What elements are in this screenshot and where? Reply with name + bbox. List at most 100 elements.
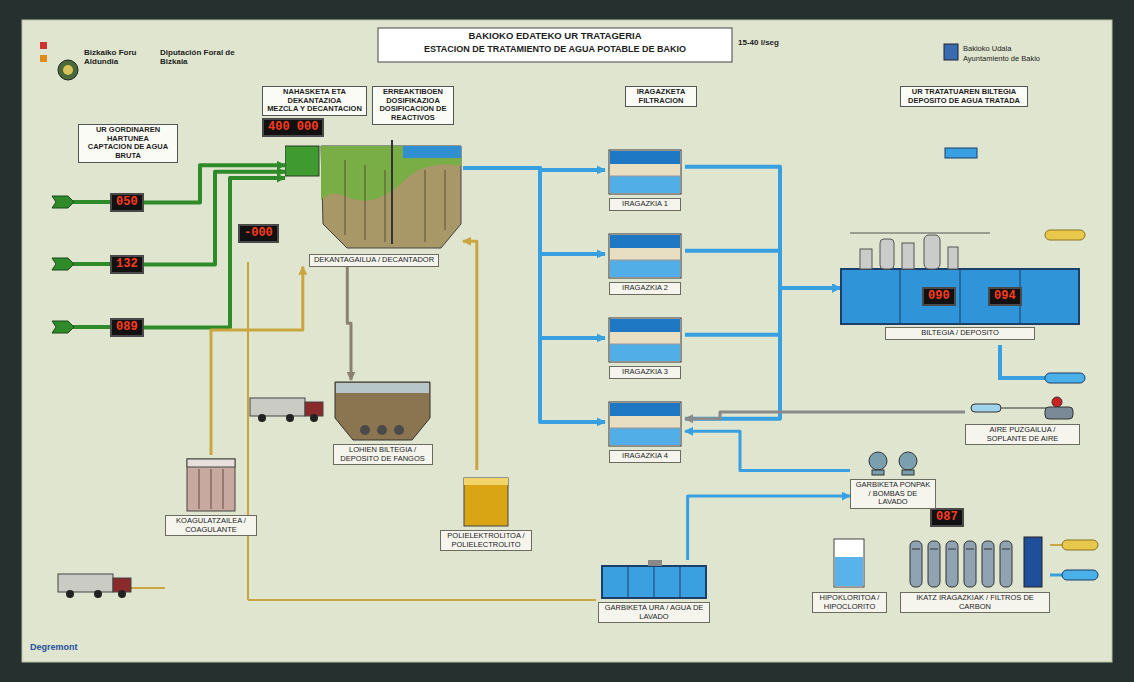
panel-label: Degremont (30, 642, 78, 652)
pipe-connector (144, 178, 285, 328)
label-holder: Ayuntamiento de Bakio (963, 55, 1040, 64)
plate-text: POLIELEKTROLITOA / POLIELECTROLITO (444, 532, 528, 549)
name-plate: ERREAKTIBOEN DOSIFIKAZIOADOSIFICACION DE… (372, 86, 454, 125)
name-plate: IKATZ IRAGAZKIAK / FILTROS DE CARBON (900, 592, 1050, 613)
plate-text: HIPOKLORITOA / HIPOCLORITO (816, 594, 883, 611)
plate-text: GARBIKETA URA / AGUA DE LAVADO (602, 604, 706, 621)
pipe-connector (685, 412, 965, 419)
pipe-connector (685, 431, 850, 470)
display-value: 087 (936, 511, 958, 524)
process-unit: GARBIKETA URA / AGUA DE LAVADO (598, 560, 710, 623)
panel-label: Diputación Foral de Bizkaia (160, 48, 246, 66)
name-plate: AIRE PUZGAILUA / SOPLANTE DE AIRE (965, 424, 1080, 445)
header-text: CAPTACION DE AGUA BRUTA (82, 143, 174, 160)
label-holder: Degremont (30, 642, 78, 652)
panel-label: Bizkaiko Foru Aldundia (84, 48, 156, 66)
plate-text: IKATZ IRAGAZKIAK / FILTROS DE CARBON (904, 594, 1046, 611)
name-plate: KOAGULATZAILEA / COAGULANTE (165, 515, 257, 536)
unit-illustration (605, 400, 685, 448)
label-holder: Bizkaiko Foru Aldundia (84, 48, 156, 66)
pipe-connector (685, 288, 840, 419)
pipe-connector (688, 496, 850, 560)
name-plate: BILTEGIA / DEPOSITO (885, 327, 1035, 340)
header-text: DOSIFICACION DE REACTIVOS (376, 105, 450, 122)
process-unit: IRAGAZKIA 2 (605, 232, 685, 295)
display-value: 094 (994, 290, 1016, 303)
process-unit: IRAGAZKIA 3 (605, 316, 685, 379)
process-unit: BILTEGIA / DEPOSITO 090 094 (840, 225, 1080, 340)
pipe-connector (463, 241, 477, 470)
display-value: 132 (116, 258, 138, 271)
unit-illustration (850, 445, 936, 477)
name-plate: IRAGAZKIA 2 (609, 282, 681, 295)
unit-illustration (285, 140, 463, 252)
digital-display: 050 (110, 193, 144, 212)
digital-display: 087 (930, 508, 964, 527)
header-text: UR TRATATUAREN BILTEGIA (904, 88, 1024, 97)
pipe-connector (463, 168, 605, 254)
plate-text: DEKANTAGAILUA / DECANTADOR (313, 256, 435, 265)
pipe-connector (685, 167, 840, 288)
unit-illustration (330, 380, 435, 442)
unit-illustration (440, 470, 532, 528)
plate-text: LOHIEN BILTEGIA / DEPOSITO DE FANGOS (337, 446, 429, 463)
unit-illustration (598, 560, 710, 600)
name-plate: HIPOKLORITOA / HIPOCLORITO (812, 592, 887, 613)
unit-illustration (605, 232, 685, 280)
name-plate: IRAGAZKIA 4 (609, 450, 681, 463)
process-unit: AIRE PUZGAILUA / SOPLANTE DE AIRE (965, 390, 1080, 445)
label-holder: 15-40 l/seg (738, 38, 779, 47)
digital-display: 400 000 (262, 118, 324, 137)
display-value: 090 (928, 290, 950, 303)
display-value: -000 (244, 227, 273, 240)
name-plate: GARBIKETA PONPAK / BOMBAS DE LAVADO (850, 479, 936, 509)
header-text: IRAGAZKETA (629, 88, 693, 97)
pipe-connector (211, 267, 303, 455)
name-plate: IRAGAZKIA 3 (609, 366, 681, 379)
name-plate: GARBIKETA URA / AGUA DE LAVADO (598, 602, 710, 623)
process-unit: GARBIKETA PONPAK / BOMBAS DE LAVADO (850, 445, 936, 509)
pipe-connector (347, 267, 351, 380)
panel-label: 15-40 l/seg (738, 38, 779, 47)
header-text: MEZCLA Y DECANTACION (266, 105, 363, 114)
display-value: 400 000 (268, 121, 318, 134)
unit-illustration (812, 535, 887, 590)
unit-illustration (900, 535, 1050, 590)
plate-text: IRAGAZKIA 4 (613, 452, 677, 461)
pipe-connector (685, 251, 840, 288)
header-text: ERREAKTIBOEN DOSIFIKAZIOA (376, 88, 450, 105)
unit-illustration (605, 316, 685, 364)
pipe-connector (144, 172, 285, 265)
unit-illustration (965, 390, 1080, 422)
plate-text: BILTEGIA / DEPOSITO (889, 329, 1031, 338)
name-plate: LOHIEN BILTEGIA / DEPOSITO DE FANGOS (333, 444, 433, 465)
display-value: 089 (116, 321, 138, 334)
label-holder: Bakioko Udala (963, 45, 1011, 54)
unit-illustration (605, 148, 685, 196)
plate-text: IRAGAZKIA 1 (613, 200, 677, 209)
panel-title: BAKIOKO EDATEKO UR TRATAGERIA (380, 31, 730, 42)
plate-text: IRAGAZKIA 2 (613, 284, 677, 293)
process-unit: IRAGAZKIA 4 (605, 400, 685, 463)
pipe-connector (463, 168, 605, 422)
name-plate: UR GORDINAREN HARTUNEACAPTACION DE AGUA … (78, 124, 178, 163)
digital-display: 132 (110, 255, 144, 274)
label-holder: Diputación Foral de Bizkaia (160, 48, 246, 66)
panel-label: Bakioko Udala (963, 45, 1011, 54)
process-unit: KOAGULATZAILEA / COAGULANTE (165, 455, 257, 536)
digital-display: 090 (922, 287, 956, 306)
title-holder: BAKIOKO EDATEKO UR TRATAGERIA (380, 31, 730, 42)
process-unit: IKATZ IRAGAZKIAK / FILTROS DE CARBON (900, 535, 1050, 613)
plate-text: AIRE PUZGAILUA / SOPLANTE DE AIRE (969, 426, 1076, 443)
name-plate: IRAGAZKETAFILTRACION (625, 86, 697, 107)
unit-illustration (165, 455, 257, 513)
header-text: DEPOSITO DE AGUA TRATADA (904, 97, 1024, 106)
name-plate: NAHASKETA ETA DEKANTAZIOAMEZCLA Y DECANT… (262, 86, 367, 116)
digital-display: -000 (238, 224, 279, 243)
process-unit: HIPOKLORITOA / HIPOCLORITO (812, 535, 887, 613)
plate-text: GARBIKETA PONPAK / BOMBAS DE LAVADO (854, 481, 932, 507)
unit-illustration (840, 225, 1080, 325)
digital-display: 094 (988, 287, 1022, 306)
digital-display: 089 (110, 318, 144, 337)
